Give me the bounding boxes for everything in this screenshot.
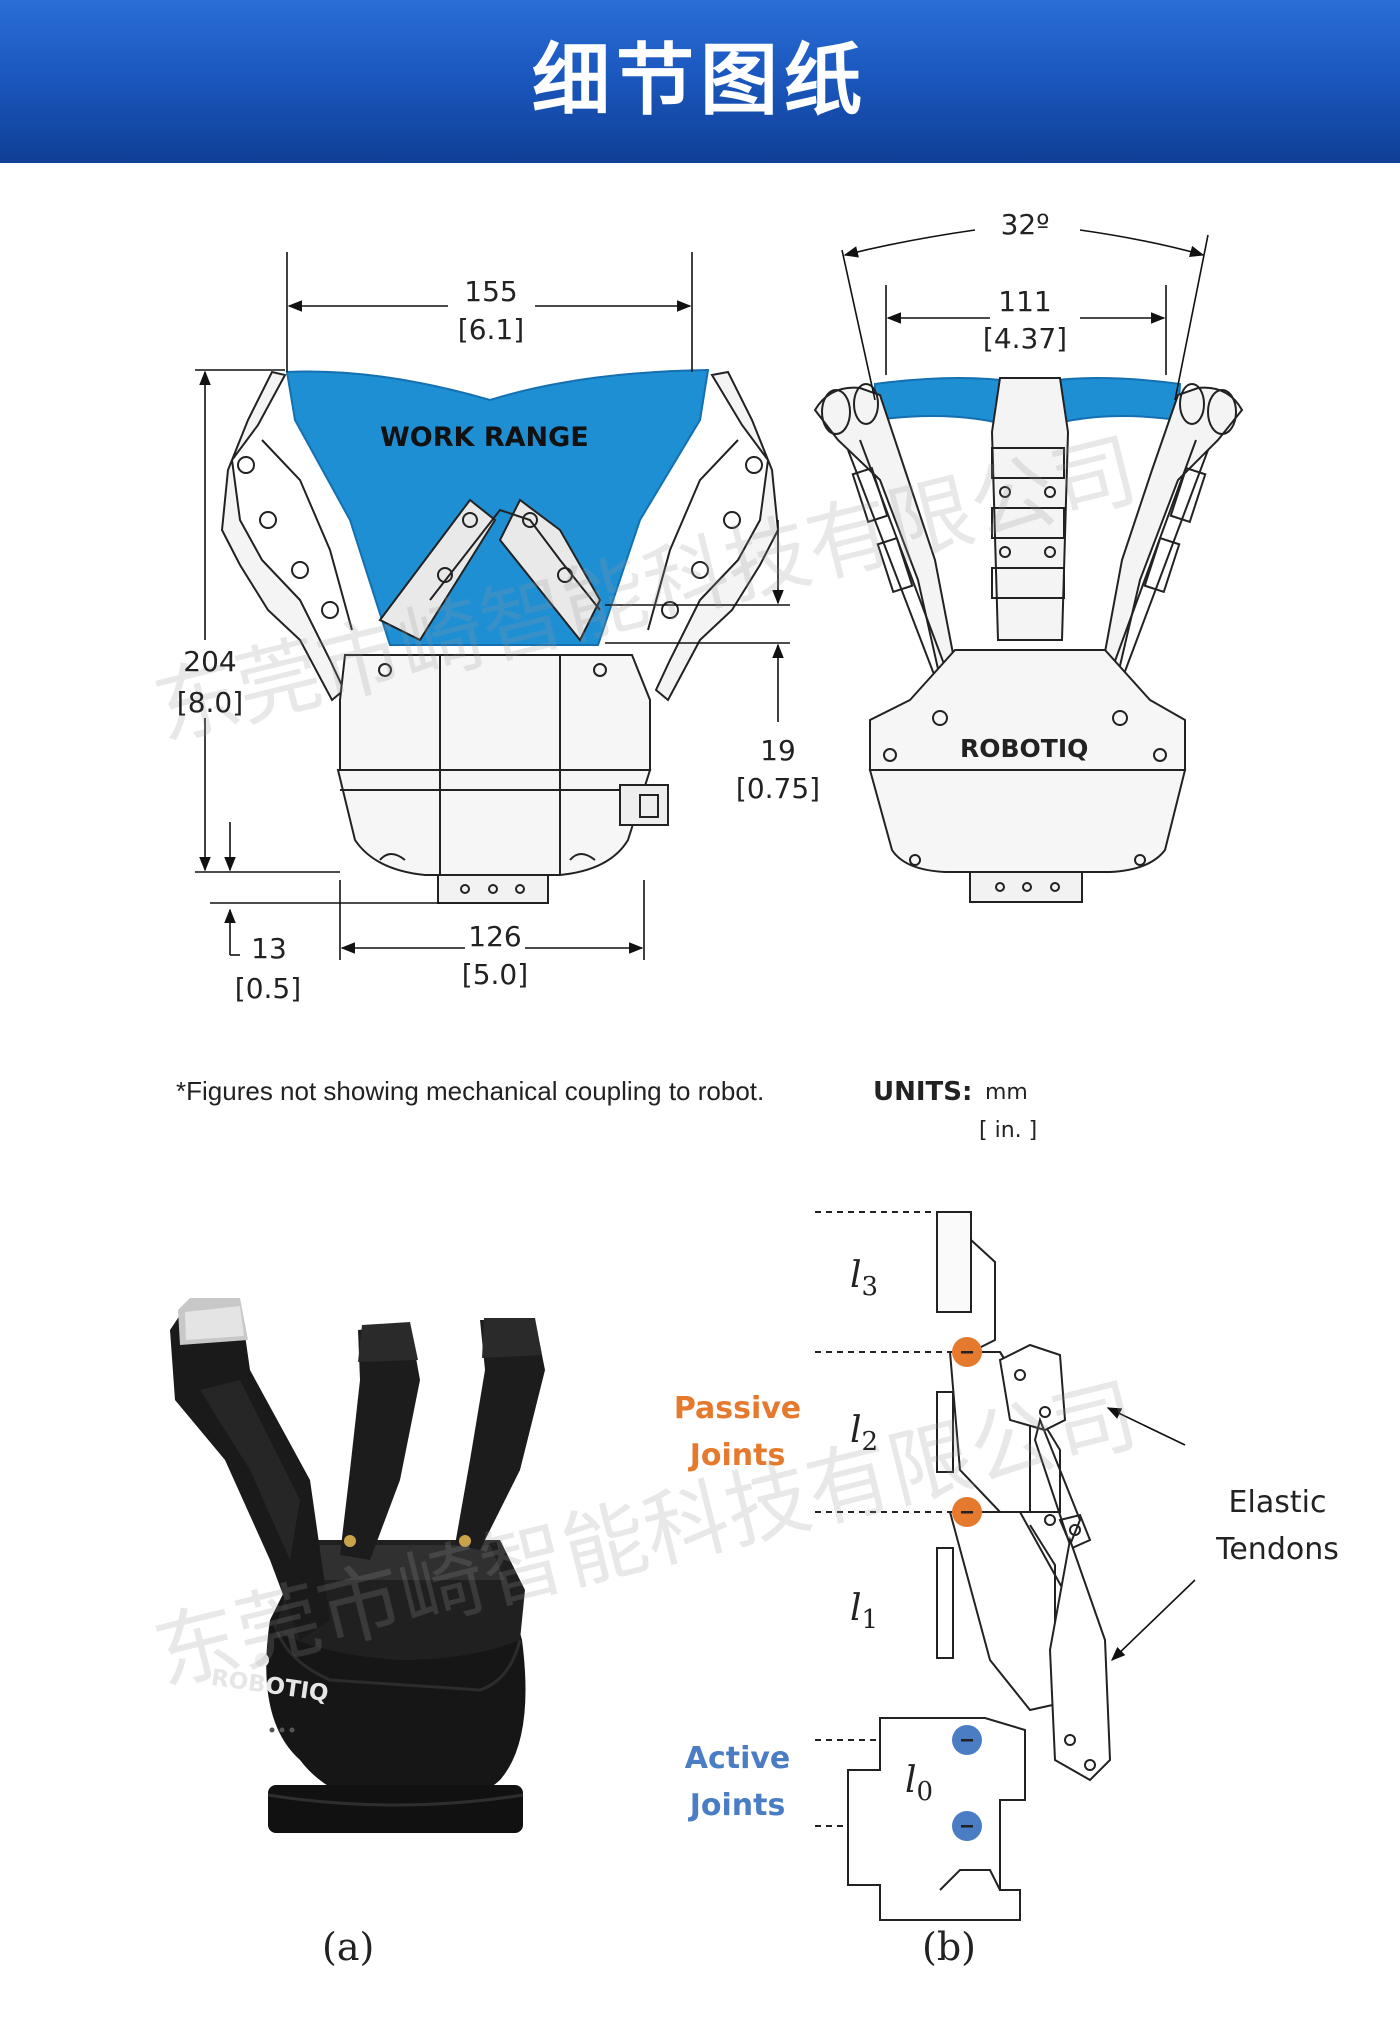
finger-diagram-drawing — [815, 1211, 1112, 1921]
link-l1: l1 — [850, 1588, 879, 1636]
dim-side-width-in: [4.37] — [982, 322, 1068, 355]
side-view-brand: ROBOTIQ — [960, 734, 1089, 763]
passive-label-line2: Joints — [689, 1438, 786, 1473]
dim-width-top-in: [6.1] — [457, 313, 525, 346]
dim-angle: 32º — [1000, 208, 1050, 241]
front-view-drawing — [220, 368, 780, 904]
header-banner — [0, 0, 1400, 163]
caption-b: (b) — [922, 1925, 976, 1969]
link-l3: l3 — [850, 1255, 879, 1303]
link-l2: l2 — [850, 1410, 879, 1458]
footnote: *Figures not showing mechanical coupling… — [176, 1076, 765, 1106]
link-l0: l0 — [905, 1760, 934, 1808]
tendon-arrows — [1106, 1407, 1196, 1661]
units-primary: mm — [985, 1080, 1028, 1105]
active-label-line2: Joints — [689, 1788, 786, 1823]
dim-base-width-in: [5.0] — [461, 958, 529, 991]
side-view-dimensions — [841, 229, 1209, 401]
finger-joints — [952, 1337, 982, 1841]
units-label: UNITS: — [873, 1077, 973, 1107]
side-view-drawing — [813, 377, 1244, 903]
caption-a: (a) — [322, 1925, 375, 1969]
dim-finger-offset-mm: 19 — [760, 734, 796, 767]
work-range-area — [285, 368, 710, 646]
active-label-line1: Active — [684, 1741, 791, 1776]
gripper-photo-drawing — [170, 1298, 545, 1833]
dim-width-top-mm: 155 — [464, 275, 518, 308]
passive-label-line1: Passive — [673, 1391, 802, 1426]
dim-finger-offset-in: [0.75] — [735, 772, 821, 805]
dim-side-width-mm: 111 — [998, 285, 1052, 318]
dim-base-offset-in: [0.5] — [234, 972, 302, 1005]
tendons-label-line2: Tendons — [1216, 1532, 1339, 1567]
tendons-label-line1: Elastic — [1228, 1485, 1327, 1520]
dim-base-offset-mm: 13 — [251, 932, 287, 965]
page-title: 细节图纸 — [531, 36, 868, 126]
units-secondary: [ in. ] — [979, 1118, 1038, 1143]
dim-height-mm: 204 — [183, 645, 237, 678]
work-range-label: WORK RANGE — [380, 422, 589, 453]
dim-base-width-mm: 126 — [468, 920, 522, 953]
dim-height-in: [8.0] — [176, 686, 244, 719]
front-view-dimensions — [195, 252, 790, 960]
